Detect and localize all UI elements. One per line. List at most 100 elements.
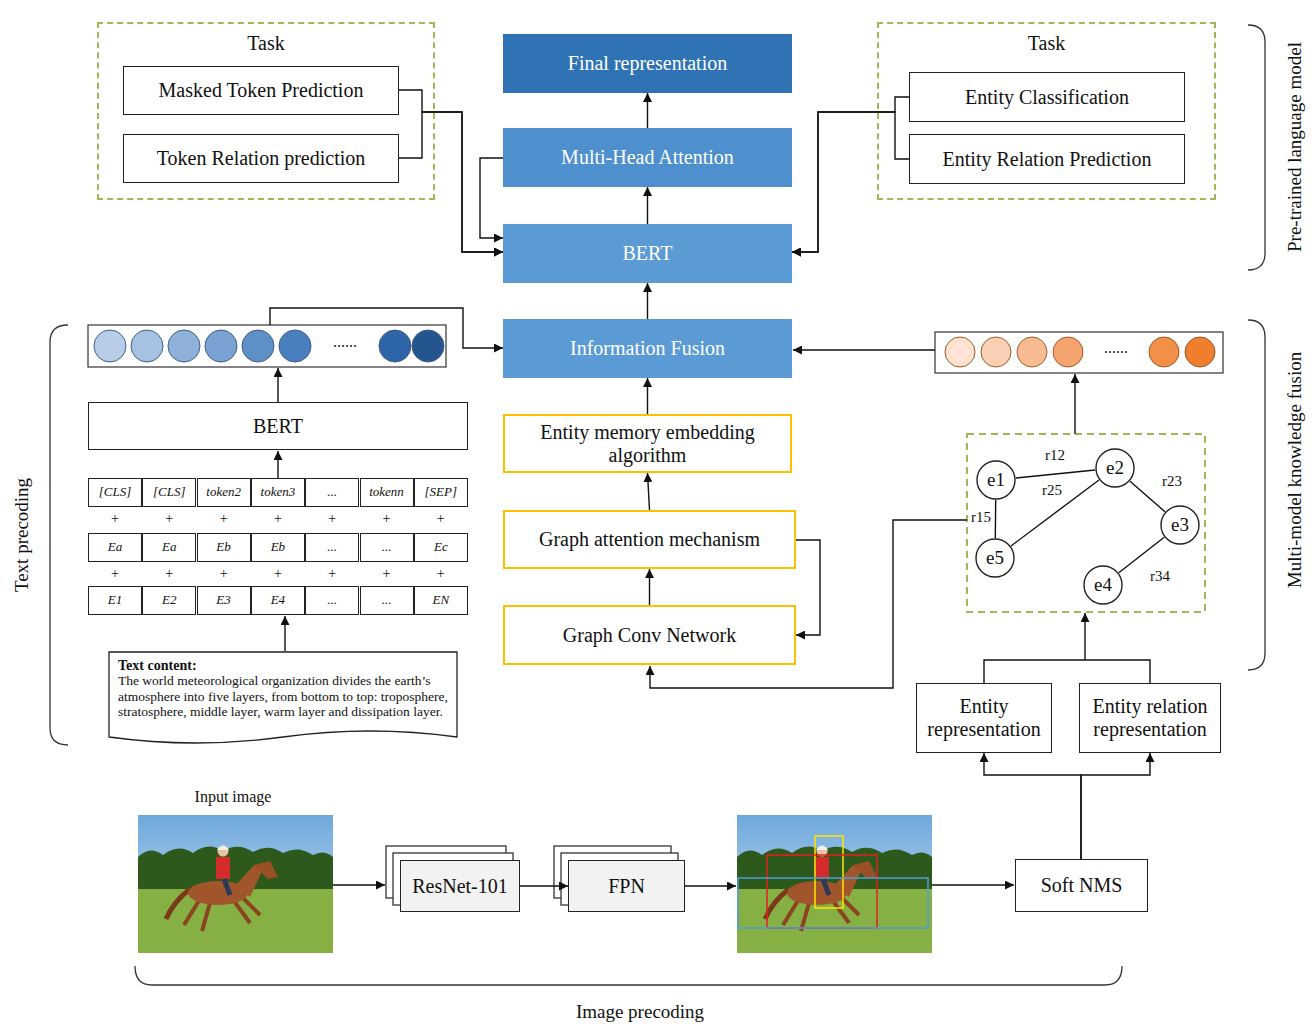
box-label: ... — [382, 593, 392, 608]
plus-sign: + — [383, 511, 391, 526]
box-label: ... — [327, 593, 337, 608]
knowledge-vector — [945, 337, 1215, 367]
flow-arrow — [793, 349, 935, 350]
vector-cell — [168, 330, 200, 362]
box-label: Entity relation representation — [1086, 695, 1214, 741]
token-cell: Ea — [142, 533, 196, 562]
token-cell: Eb — [197, 533, 251, 562]
entity-circle: e2 — [1095, 448, 1135, 488]
box-label: ResNet-101 — [412, 875, 508, 898]
vector-panel — [935, 332, 1223, 373]
box-label: Soft NMS — [1041, 874, 1123, 897]
box-label: tokenn — [369, 485, 404, 500]
detection-box — [738, 878, 928, 928]
box-label: E3 — [216, 593, 230, 608]
vector-cell — [242, 330, 274, 362]
module-box: Entity memory embedding algorithm — [503, 414, 792, 473]
relation-line — [1011, 480, 1099, 546]
section-label: Text precoding — [12, 478, 33, 592]
vector-cell — [205, 330, 237, 362]
plus-sign: + — [328, 511, 336, 526]
vector-cell — [1053, 337, 1083, 367]
box-label: E4 — [271, 593, 285, 608]
token-cell: [CLS] — [142, 478, 196, 507]
circle-outline — [976, 539, 1014, 577]
token-cell: ... — [305, 533, 359, 562]
plus-sign: + — [165, 511, 173, 526]
flow-arrow — [647, 378, 648, 414]
flow-arrow — [649, 569, 650, 605]
box-label: Information Fusion — [570, 337, 725, 360]
token-cell: ... — [305, 586, 359, 615]
relation-line — [995, 500, 997, 538]
plus-sign: + — [383, 566, 391, 581]
box-label: The world meteorological organization di… — [118, 673, 448, 720]
box-label: Entity Classification — [965, 86, 1129, 109]
token-cell: ... — [305, 478, 359, 507]
document-shape: Text content:The world meteorological or… — [108, 651, 458, 747]
vector-cell — [412, 330, 444, 362]
entity-circle: e3 — [1160, 505, 1200, 545]
box-label: ... — [327, 540, 337, 555]
flow-arrow — [520, 885, 568, 886]
box-label: BERT — [623, 242, 673, 265]
box-label: e2 — [1106, 457, 1124, 479]
process-box: Soft NMS — [1015, 859, 1148, 912]
flow-arrow — [685, 885, 736, 886]
module-box: Graph Conv Network — [503, 605, 796, 665]
box-label: Ea — [108, 540, 122, 555]
token-cell: E3 — [197, 586, 251, 615]
section-label: Image precoding — [576, 1002, 704, 1023]
box-label: Graph Conv Network — [563, 624, 736, 647]
network-box: FPN — [568, 860, 685, 912]
box-label: E1 — [108, 593, 122, 608]
box-label: Entity Relation Prediction — [943, 148, 1152, 171]
vector-cell — [1149, 337, 1179, 367]
flow-arrow — [333, 884, 385, 885]
process-box: Entity representation — [916, 683, 1052, 753]
box-label: ... — [327, 485, 337, 500]
box-label: Task — [1028, 32, 1065, 55]
box-label: Task — [247, 32, 284, 55]
box-label: Token Relation prediction — [157, 147, 366, 170]
layer-box: Information Fusion — [503, 319, 792, 378]
flow-arrow — [929, 884, 1014, 885]
vector-cell — [945, 337, 975, 367]
ellipsis: ...... — [333, 333, 357, 351]
box-label: e3 — [1171, 514, 1189, 536]
module-box: Graph attention mechanism — [503, 510, 796, 569]
circle-outline — [1084, 566, 1122, 604]
flow-arrow — [399, 90, 503, 252]
box-label: e4 — [1094, 574, 1112, 596]
layer-box: Multi-Head Attention — [503, 128, 792, 187]
box-label: Ec — [434, 540, 448, 555]
token-cell: Ea — [88, 533, 142, 562]
section-bracket — [50, 325, 68, 745]
box-heading: Text content: — [118, 657, 197, 673]
box-label: FPN — [608, 875, 645, 898]
vector-cell — [279, 330, 311, 362]
flow-arrow — [647, 93, 648, 128]
process-box: Entity Classification — [909, 72, 1185, 122]
vector-cell — [379, 330, 411, 362]
token-cell: Eb — [251, 533, 305, 562]
token-cell: ... — [360, 533, 414, 562]
vector-cell — [131, 330, 163, 362]
relation-label: r12 — [1043, 447, 1067, 464]
token-cell: tokenn — [360, 478, 414, 507]
plus-sign: + — [111, 511, 119, 526]
flow-arrow — [277, 451, 278, 478]
detection-box — [815, 836, 843, 908]
entity-circle: e4 — [1083, 565, 1123, 605]
plus-sign: + — [274, 511, 282, 526]
graph-frame — [967, 434, 1205, 612]
box-label: Ea — [162, 540, 176, 555]
circle-outline — [1161, 506, 1199, 544]
box-label: E2 — [162, 593, 176, 608]
relation-label: r15 — [969, 509, 993, 526]
relation-label: r34 — [1148, 568, 1172, 585]
embedding-vector — [94, 330, 444, 362]
flow-arrow — [647, 187, 648, 224]
vector-cell — [94, 330, 126, 362]
